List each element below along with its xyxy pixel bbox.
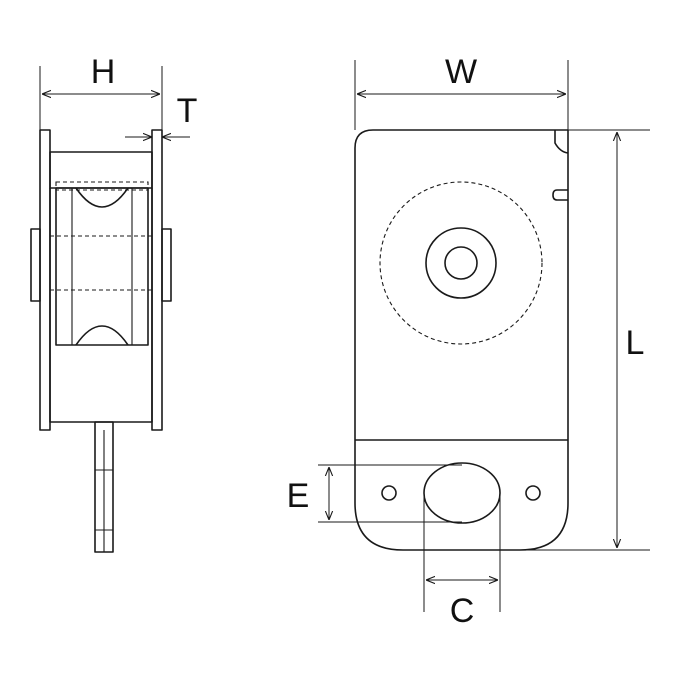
side-left-flange	[39, 129, 51, 431]
front-axle-inner	[444, 246, 478, 280]
front-plate	[354, 129, 569, 551]
side-view	[30, 129, 172, 553]
side-top-bar	[49, 151, 153, 189]
dimension-w: W	[354, 53, 569, 130]
front-mount-hole-left	[381, 485, 397, 501]
side-right-flange	[151, 129, 163, 431]
front-side-slot	[552, 189, 568, 201]
front-view	[354, 129, 569, 551]
dimension-label-c: C	[450, 592, 475, 630]
dimension-label-h: H	[91, 53, 116, 91]
dimension-e: E	[287, 464, 462, 523]
dimension-label-e: E	[287, 477, 310, 515]
dimension-label-t: T	[177, 92, 198, 130]
front-axle-outer	[425, 227, 497, 299]
dimension-l: L	[500, 129, 650, 551]
side-sheave	[55, 187, 149, 346]
dimension-t: T	[125, 92, 197, 137]
side-inner-frame	[49, 188, 153, 423]
side-right-boss	[161, 228, 172, 302]
side-hidden-top	[55, 181, 149, 191]
front-corner-notch	[554, 130, 569, 154]
dimension-label-l: L	[626, 324, 645, 362]
front-hidden-sheave	[379, 181, 543, 345]
front-mount-hole-right	[525, 485, 541, 501]
side-groove-bottom	[75, 325, 129, 346]
dimension-h: H	[39, 53, 163, 130]
dimension-c: C	[423, 493, 501, 630]
front-oval-slot	[423, 462, 501, 524]
side-left-boss	[30, 228, 41, 302]
dimension-label-w: W	[445, 53, 477, 91]
side-groove-top	[75, 187, 129, 208]
